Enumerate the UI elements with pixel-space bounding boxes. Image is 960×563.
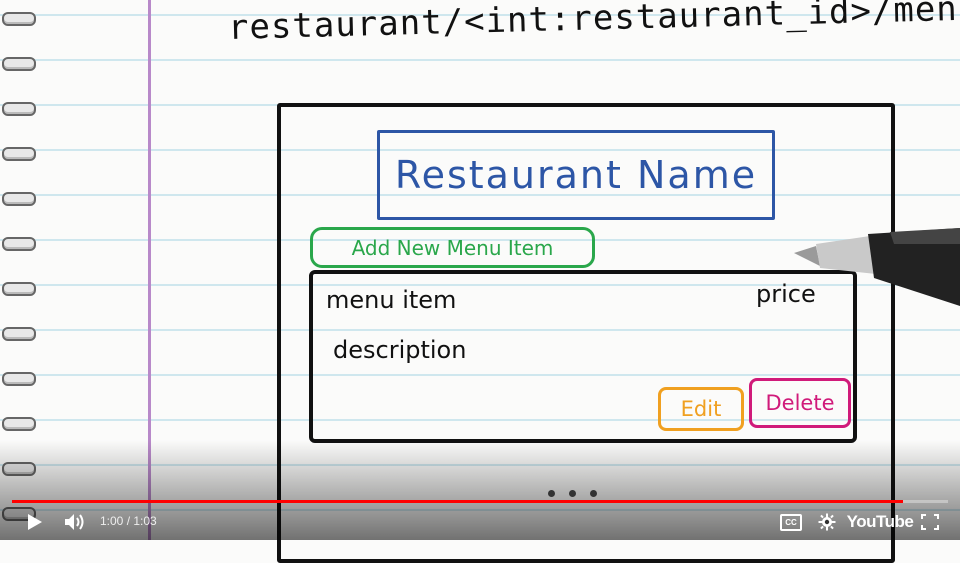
spiral-ring <box>2 282 36 296</box>
dot <box>548 490 555 497</box>
spiral-ring <box>2 147 36 161</box>
settings-button[interactable] <box>814 510 840 534</box>
menu-item-name: menu item <box>326 286 457 314</box>
dot <box>590 490 597 497</box>
fullscreen-button[interactable] <box>918 510 942 534</box>
menu-item-description: description <box>333 336 467 364</box>
spiral-ring <box>2 57 36 71</box>
menu-item-price: price <box>756 280 816 308</box>
captions-button[interactable]: CC <box>778 510 804 534</box>
youtube-logo: YouTube <box>846 512 914 531</box>
add-new-menu-item-button[interactable]: Add New Menu Item <box>310 227 595 268</box>
slide-dots <box>548 490 597 497</box>
title-box: Restaurant Name <box>377 130 775 220</box>
spiral-ring <box>2 417 36 431</box>
spiral-ring <box>2 237 36 251</box>
progress-bar[interactable] <box>12 500 948 503</box>
spiral-ring <box>2 192 36 206</box>
margin-line <box>148 0 151 540</box>
progress-played <box>12 500 904 503</box>
pen-icon <box>794 228 960 306</box>
gear-icon <box>818 513 836 531</box>
spiral-ring <box>2 327 36 341</box>
volume-button[interactable] <box>62 510 88 534</box>
fullscreen-icon <box>921 514 939 530</box>
edit-button[interactable]: Edit <box>658 387 744 431</box>
dot <box>569 490 576 497</box>
spiral-ring <box>2 12 36 26</box>
time-display: 1:00 / 1:03 <box>100 514 157 528</box>
player-control-bar: 1:00 / 1:03 CC YouTube <box>0 504 960 540</box>
cc-icon: CC <box>780 513 802 531</box>
spiral-ring <box>2 372 36 386</box>
delete-button[interactable]: Delete <box>749 378 851 428</box>
play-button[interactable] <box>22 510 48 534</box>
spiral-ring <box>2 102 36 116</box>
restaurant-name-title: Restaurant Name <box>394 153 758 197</box>
play-icon <box>28 514 42 530</box>
youtube-logo-button[interactable]: YouTube <box>847 510 914 534</box>
volume-icon <box>65 514 84 530</box>
